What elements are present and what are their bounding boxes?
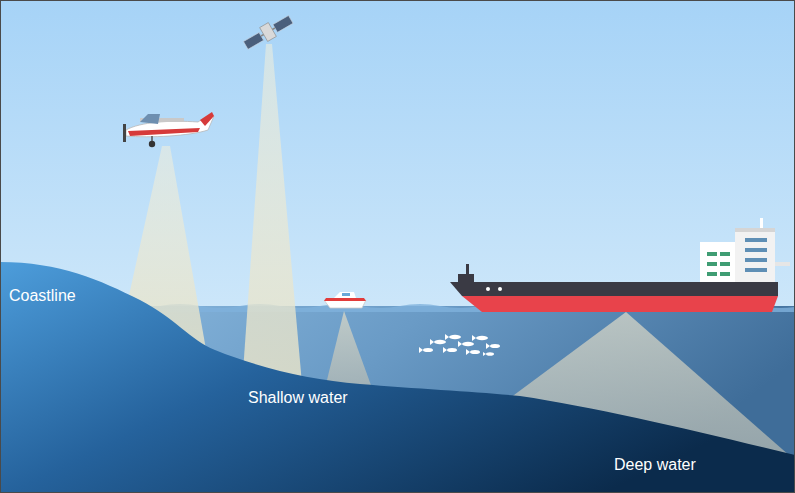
region-label: Deep water xyxy=(614,455,696,474)
region-label: Coastline xyxy=(9,286,76,305)
region-label: Shallow water xyxy=(248,388,348,407)
